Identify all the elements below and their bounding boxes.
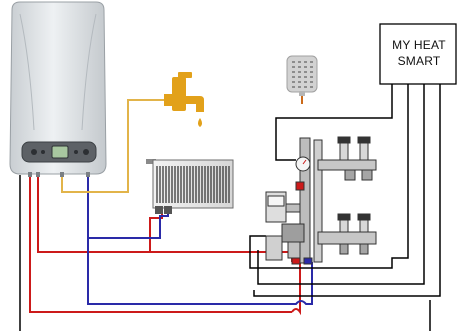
panel-radiator-icon [146,159,234,214]
floor-heating-manifold-icon [265,136,377,265]
controller-box [379,23,457,85]
control-wires [19,84,441,331]
dhw-pipes [61,99,164,193]
water-tap-icon [164,72,204,127]
gas-boiler-icon [9,1,107,177]
controller-label-line2: SMART [397,54,441,68]
return-pipes [87,172,313,305]
temperature-sensor-icon [286,55,318,104]
controller-label-line1: MY HEAT [392,38,446,52]
